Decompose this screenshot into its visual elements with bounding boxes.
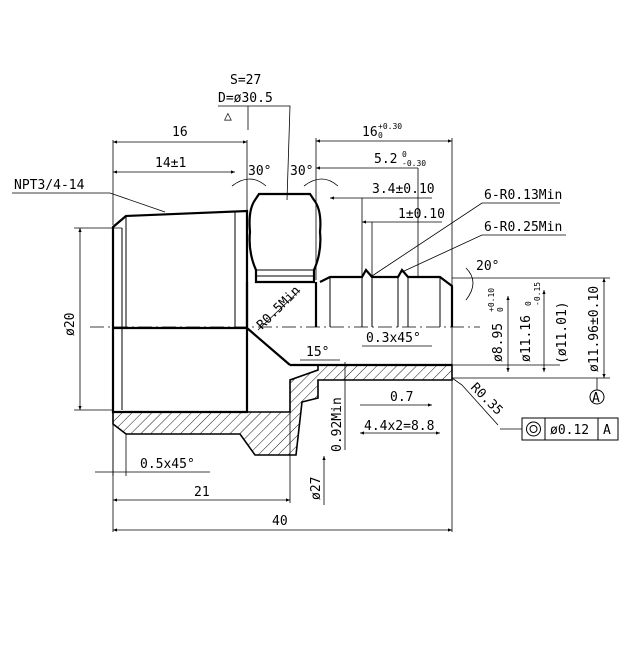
dia-1101-label: (ø11.01) <box>555 301 570 364</box>
leader-r013 <box>371 202 560 277</box>
dia-1116-tol-lower: -0.15 <box>533 282 542 306</box>
leader-r025 <box>401 234 566 273</box>
dim-3-4-label: 3.4±0.10 <box>372 182 435 197</box>
datum-a: A <box>589 389 605 406</box>
dia-895-tol-upper: +0.10 <box>487 288 496 312</box>
overall-length-label: 40 <box>272 514 288 529</box>
barb-profile <box>319 268 454 327</box>
angle-15-label: 15° <box>306 345 329 360</box>
insert-tol-upper: +0.30 <box>378 122 402 131</box>
fcf-datum: A <box>603 423 611 438</box>
wall-min-label: 0.92Min <box>330 397 345 452</box>
chamfer-05-label: 0.5x45° <box>140 457 195 472</box>
insert-tol-lower: 0 <box>378 131 383 140</box>
dia-20-label: ø20 <box>63 313 78 336</box>
arc-30-left <box>231 178 267 187</box>
leader-npt <box>12 192 166 213</box>
chamfer-03-label: 0.3x45° <box>366 331 421 346</box>
fcf-tolerance: ø0.12 <box>550 423 589 438</box>
d-label: D=ø30.5 <box>218 91 273 106</box>
dim-44-label: 4.4x2=8.8 <box>364 419 434 434</box>
dimension-lines <box>12 105 610 532</box>
dim-5-2-tol-upper: 0 <box>402 150 407 159</box>
datum-circle <box>589 389 605 405</box>
insert-length-label: 16 <box>362 125 378 140</box>
arc-20 <box>465 267 474 301</box>
angle-30-right-label: 30° <box>290 164 313 179</box>
dia-1196-label: ø11.96±0.10 <box>587 286 602 372</box>
part-outline <box>90 192 480 456</box>
leader-r05 <box>257 289 301 331</box>
concentricity-icon <box>526 421 541 437</box>
hex-datum-label: △ <box>224 109 232 124</box>
r035-label: R0.35 <box>467 380 505 418</box>
dia-1116-label: ø11.16 <box>519 315 534 362</box>
r013-label: 6-R0.13Min <box>484 188 562 203</box>
npt-label: NPT3/4-14 <box>14 178 85 193</box>
dia-895-tol-lower: 0 <box>496 307 505 312</box>
leader-s27 <box>218 105 291 201</box>
dim-07-label: 0.7 <box>390 390 413 405</box>
bore-taper <box>246 327 291 366</box>
leader-r035 <box>451 377 499 426</box>
feature-control-frame: ø0.12 A <box>500 417 619 441</box>
dia-27-label: ø27 <box>309 477 324 500</box>
arc-30-right <box>303 178 339 187</box>
text-labels: S=27 D=ø30.5 △ 16 14±1 NPT3/4-14 30° 30°… <box>14 73 602 529</box>
thread-tol-label: 14±1 <box>155 156 186 171</box>
r05-label: R0.5Min <box>254 283 303 332</box>
length-21-label: 21 <box>194 485 210 500</box>
dim-1-label: 1±0.10 <box>398 207 445 222</box>
angle-20-label: 20° <box>476 259 499 274</box>
angle-30-left-label: 30° <box>248 164 271 179</box>
s-label: S=27 <box>230 73 261 88</box>
section-hatch[interactable] <box>112 364 453 456</box>
datum-a-label: A <box>592 391 600 406</box>
thread-body-outline <box>111 209 249 414</box>
dia-895-label: ø8.95 <box>491 323 506 362</box>
dim-5-2-tol-lower: -0.30 <box>402 159 426 168</box>
dia-1116-tol-upper: 0 <box>524 301 533 306</box>
dim-5-2-label: 5.2 <box>374 152 397 167</box>
thread-length-label: 16 <box>172 125 188 140</box>
hex-collar <box>248 192 322 284</box>
r025-label: 6-R0.25Min <box>484 220 562 235</box>
